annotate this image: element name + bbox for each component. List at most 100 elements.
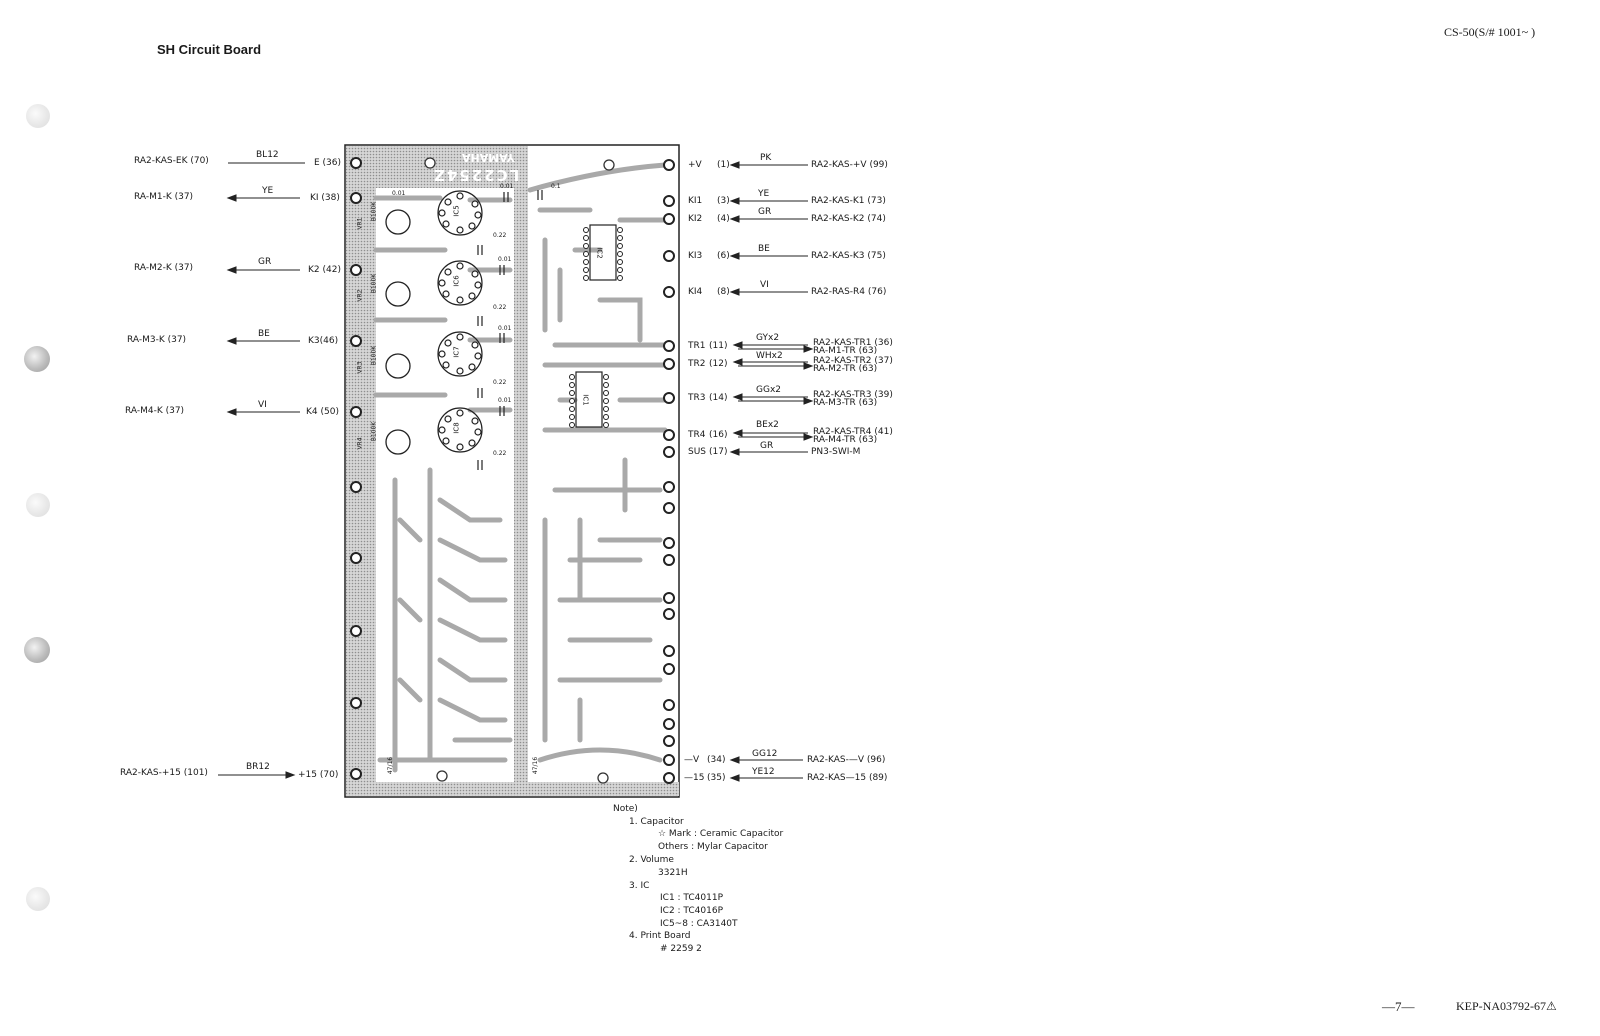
note-item: IC5~8 : CA3140T [660,919,738,929]
note-item: 3321H [658,868,688,878]
ic-label: IC5 [452,205,461,217]
trimmer-footprints [385,209,411,455]
right-pads [663,159,675,784]
right-pin-number: (34) [707,755,726,765]
page-title: SH Circuit Board [157,42,262,57]
right-pin: —V [684,755,700,765]
right-pin-number: (17) [709,447,728,457]
right-pin: +V [688,160,702,170]
right-pin-number: (6) [717,251,730,261]
right-pin-number: (3) [717,196,730,206]
right-destination: RA2-KAS-TR3 (39) [813,390,893,400]
left-wire-color: BR12 [246,762,270,772]
left-pin: K2 (42) [308,265,341,275]
right-pin-number: (11) [709,341,728,351]
right-pin: TR1 [688,341,706,351]
left-pin: K3(46) [308,336,339,346]
binder-hole [26,104,50,128]
right-destination-secondary: RA-M3-TR (63) [813,398,878,408]
right-wire-color: PK [760,153,772,163]
vr-value: B100K [370,345,378,366]
traces-left [373,195,513,773]
right-wire-color: GGx2 [756,385,782,395]
binder-hole [26,493,50,517]
right-wire-color: BE [758,244,770,254]
ic-label: IC8 [452,422,461,434]
ic-label: IC7 [452,346,461,358]
right-pin-number: (4) [717,214,730,224]
logo-block [376,146,514,188]
note-item: # 2259 2 [660,944,702,954]
left-wire-color: YE [262,186,274,196]
dip-pins [569,227,623,428]
notes-heading: Note) [613,804,638,814]
right-destination: RA2-KAS-TR2 (37) [813,356,893,366]
vr-label: VR3 [356,361,364,374]
binder-hole [26,887,50,911]
vr-value: B100K [370,421,378,442]
traces-right [527,162,668,763]
cap-value: 0.22 [493,232,507,239]
right-destination: RA2-KAS—15 (89) [807,773,888,783]
right-destination-secondary: RA-M2-TR (63) [813,364,878,374]
right-pin: TR4 [688,430,706,440]
right-pin: TR2 [688,359,706,369]
binder-hole [24,346,50,372]
right-destination: RA2-KAS-TR4 (41) [813,427,893,437]
dip-footprints [575,224,617,428]
right-pin-number: (35) [707,773,726,783]
mounting-holes [424,157,615,784]
binder-hole [24,637,50,663]
ic-label: IC6 [452,275,461,287]
right-pin: SUS [688,447,707,457]
right-destination-secondary: RA-M4-TR (63) [813,435,878,445]
left-wire-color: GR [258,257,272,267]
note-item: ☆ Mark : Ceramic Capacitor [658,829,784,839]
left-destination: RA2-KAS-+15 (101) [120,768,208,778]
right-pin: KI2 [688,214,703,224]
note-item: 4. Print Board [629,931,691,941]
right-destination: RA2-KAS-K2 (74) [811,214,886,224]
ic-label: IC1 [581,394,590,406]
model-number: CS-50(S/# 1001~ ) [1444,25,1536,39]
left-pin: +15 (70) [298,770,339,780]
cap-value: 0.22 [493,379,507,386]
cap-value: 0.01 [500,183,514,190]
right-wire-color: WHx2 [756,351,783,361]
right-pin: —15 [684,773,705,783]
board-part-number: LC2254Z [432,166,520,184]
middle-strip [514,146,528,796]
right-leader-lines [729,161,814,782]
right-destination: RA2-KAS-K3 (75) [811,251,886,261]
vr-value: B100K [370,273,378,294]
right-pin: TR3 [688,393,706,403]
right-wire-color: YE12 [752,767,775,777]
right-pin: KI4 [688,287,703,297]
left-destination: RA-M1-K (37) [134,192,194,202]
note-item: 2. Volume [629,855,674,865]
board-brand: YAMAHA [462,151,515,164]
right-pin: KI3 [688,251,703,261]
cap-value: 0.01 [392,190,406,197]
left-wire-color: BE [258,329,270,339]
right-pin-number: (1) [717,160,730,170]
ground-strip [346,146,376,796]
right-destination: RA2-KAS-K1 (73) [811,196,886,206]
right-pin: KI1 [688,196,703,206]
ic-label: IC2 [595,247,604,259]
left-leader-lines [218,162,305,779]
right-wire-color: GYx2 [756,333,780,343]
vr-value: B100K [370,201,378,222]
right-destination: RA2-KAS-—V (96) [807,755,886,765]
right-pin-number: (16) [709,430,728,440]
cap-value: 0.01 [498,256,512,263]
electrolytic-value: 47/16 [532,756,540,775]
right-pin-number: (14) [709,393,728,403]
note-item: IC1 : TC4011P [660,893,724,903]
left-destination: RA2-KAS-EK (70) [134,156,209,166]
right-wire-color: GG12 [752,749,778,759]
left-pin: E (36) [314,158,342,168]
right-wire-color: BEx2 [756,420,779,430]
right-wire-color: VI [760,280,769,290]
